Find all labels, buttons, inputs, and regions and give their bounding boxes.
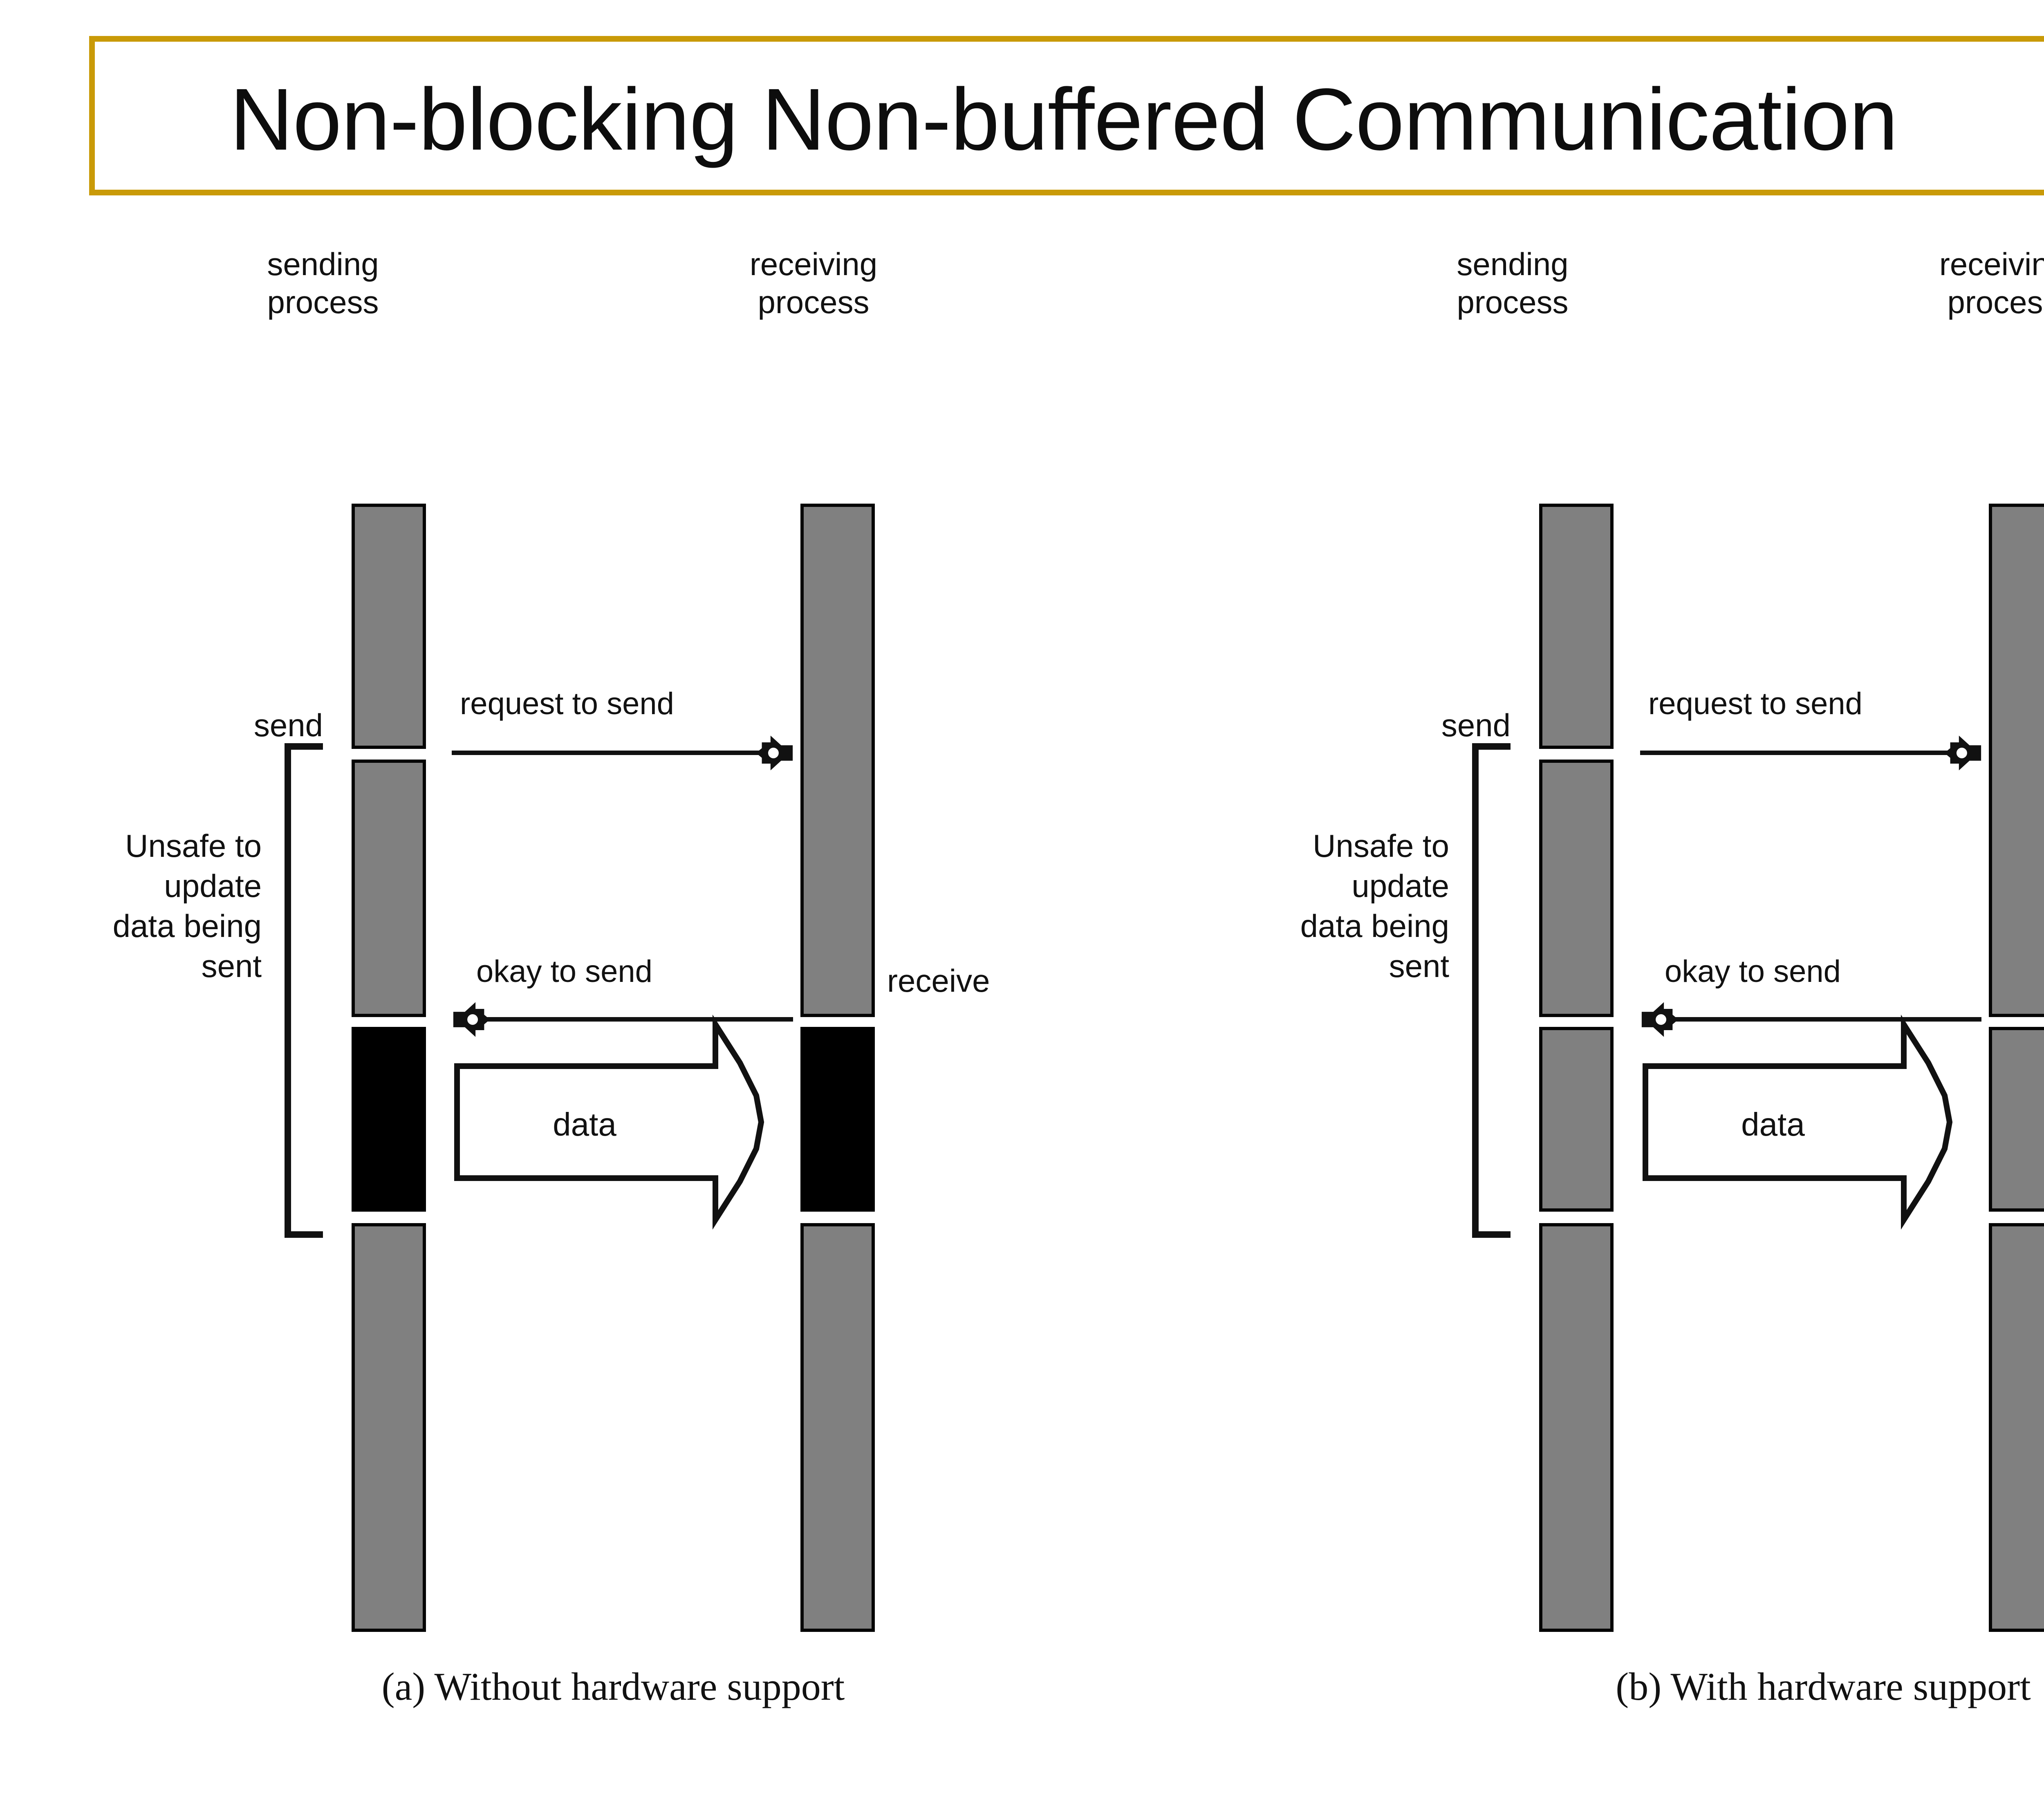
receiver-bar-segment-1-a bbox=[800, 504, 875, 1017]
request-to-send-line-b bbox=[1640, 751, 1963, 755]
request-to-send-label-b: request to send bbox=[1648, 686, 1862, 721]
data-block-arrow-a: data bbox=[454, 1014, 793, 1230]
column-header-receiving-a: receiving process bbox=[749, 246, 878, 320]
sender-bar-segment-4-a bbox=[352, 1223, 426, 1632]
send-label-b: send bbox=[1441, 707, 1511, 743]
data-block-arrow-label-b: data bbox=[1741, 1106, 1805, 1143]
unsafe-to-update-bracket-b bbox=[1472, 743, 1511, 1238]
slide-title-box: Non-blocking Non-buffered Communication bbox=[89, 36, 2044, 195]
sender-bar-segment-1-a bbox=[352, 504, 426, 749]
okay-to-send-line-b bbox=[1659, 1017, 1981, 1022]
sender-bar-segment-2-a bbox=[352, 760, 426, 1017]
sender-bar-segment-4-b bbox=[1539, 1223, 1614, 1632]
request-to-send-line-a bbox=[452, 751, 775, 755]
unsafe-to-update-text-a: Unsafe to update data being sent bbox=[112, 828, 262, 984]
figure-b: sending process receiving process send r… bbox=[1210, 245, 2044, 1795]
sender-bar-segment-1-b bbox=[1539, 504, 1614, 749]
okay-to-send-line-a bbox=[470, 1017, 793, 1022]
sender-bar-segment-3-a bbox=[352, 1027, 426, 1212]
data-block-arrow-b: data bbox=[1642, 1014, 1981, 1230]
okay-to-send-label-a: okay to send bbox=[476, 954, 652, 989]
receiver-bar-segment-2-b bbox=[1989, 1027, 2044, 1212]
unsafe-to-update-bracket-a bbox=[285, 743, 323, 1238]
sender-bar-segment-2-b bbox=[1539, 760, 1614, 1017]
figure-caption-b: (b) With hardware support bbox=[1616, 1665, 2031, 1708]
request-to-send-arrowhead-b bbox=[1944, 735, 1988, 771]
figure-a: sending process receiving process send r… bbox=[0, 245, 1210, 1795]
receive-label-a: receive bbox=[887, 963, 990, 999]
send-label-a: send bbox=[253, 707, 323, 743]
column-header-sending-a: sending process bbox=[267, 246, 379, 320]
receiver-bar-segment-2-a bbox=[800, 1027, 875, 1212]
page-title: Non-blocking Non-buffered Communication bbox=[230, 70, 1898, 168]
request-to-send-arrowhead-a bbox=[756, 735, 800, 771]
column-header-sending-b: sending process bbox=[1457, 246, 1569, 320]
okay-to-send-arrowhead-a bbox=[446, 1002, 490, 1037]
column-header-receiving-b: receiving process bbox=[1939, 246, 2044, 320]
request-to-send-label-a: request to send bbox=[460, 686, 674, 721]
receiver-bar-segment-1-b bbox=[1989, 504, 2044, 1017]
okay-to-send-arrowhead-b bbox=[1635, 1002, 1679, 1037]
sender-bar-segment-3-b bbox=[1539, 1027, 1614, 1212]
data-block-arrow-label-a: data bbox=[553, 1106, 616, 1143]
receiver-bar-segment-3-a bbox=[800, 1223, 875, 1632]
okay-to-send-label-b: okay to send bbox=[1665, 954, 1841, 989]
receiver-bar-segment-3-b bbox=[1989, 1223, 2044, 1632]
unsafe-to-update-text-b: Unsafe to update data being sent bbox=[1300, 828, 1449, 984]
figure-caption-a: (a) Without hardware support bbox=[381, 1665, 845, 1708]
